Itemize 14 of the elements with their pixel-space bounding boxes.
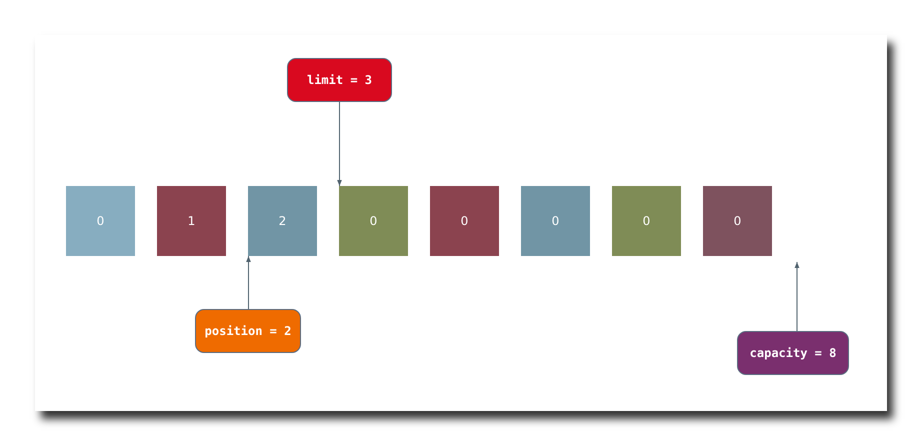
array-cell: 0 (612, 186, 681, 256)
array-cell: 0 (66, 186, 135, 256)
array-cell: 2 (248, 186, 317, 256)
array-cell: 0 (703, 186, 772, 256)
callout-box: capacity = 8 (737, 331, 849, 375)
callout-box: position = 2 (195, 309, 301, 353)
array-cell: 0 (521, 186, 590, 256)
array-cell: 0 (430, 186, 499, 256)
array-cell: 0 (339, 186, 408, 256)
callout-box: limit = 3 (287, 58, 392, 102)
arrow (794, 262, 800, 332)
arrow (337, 102, 342, 186)
arrow (246, 256, 251, 310)
array-cell: 1 (157, 186, 226, 256)
